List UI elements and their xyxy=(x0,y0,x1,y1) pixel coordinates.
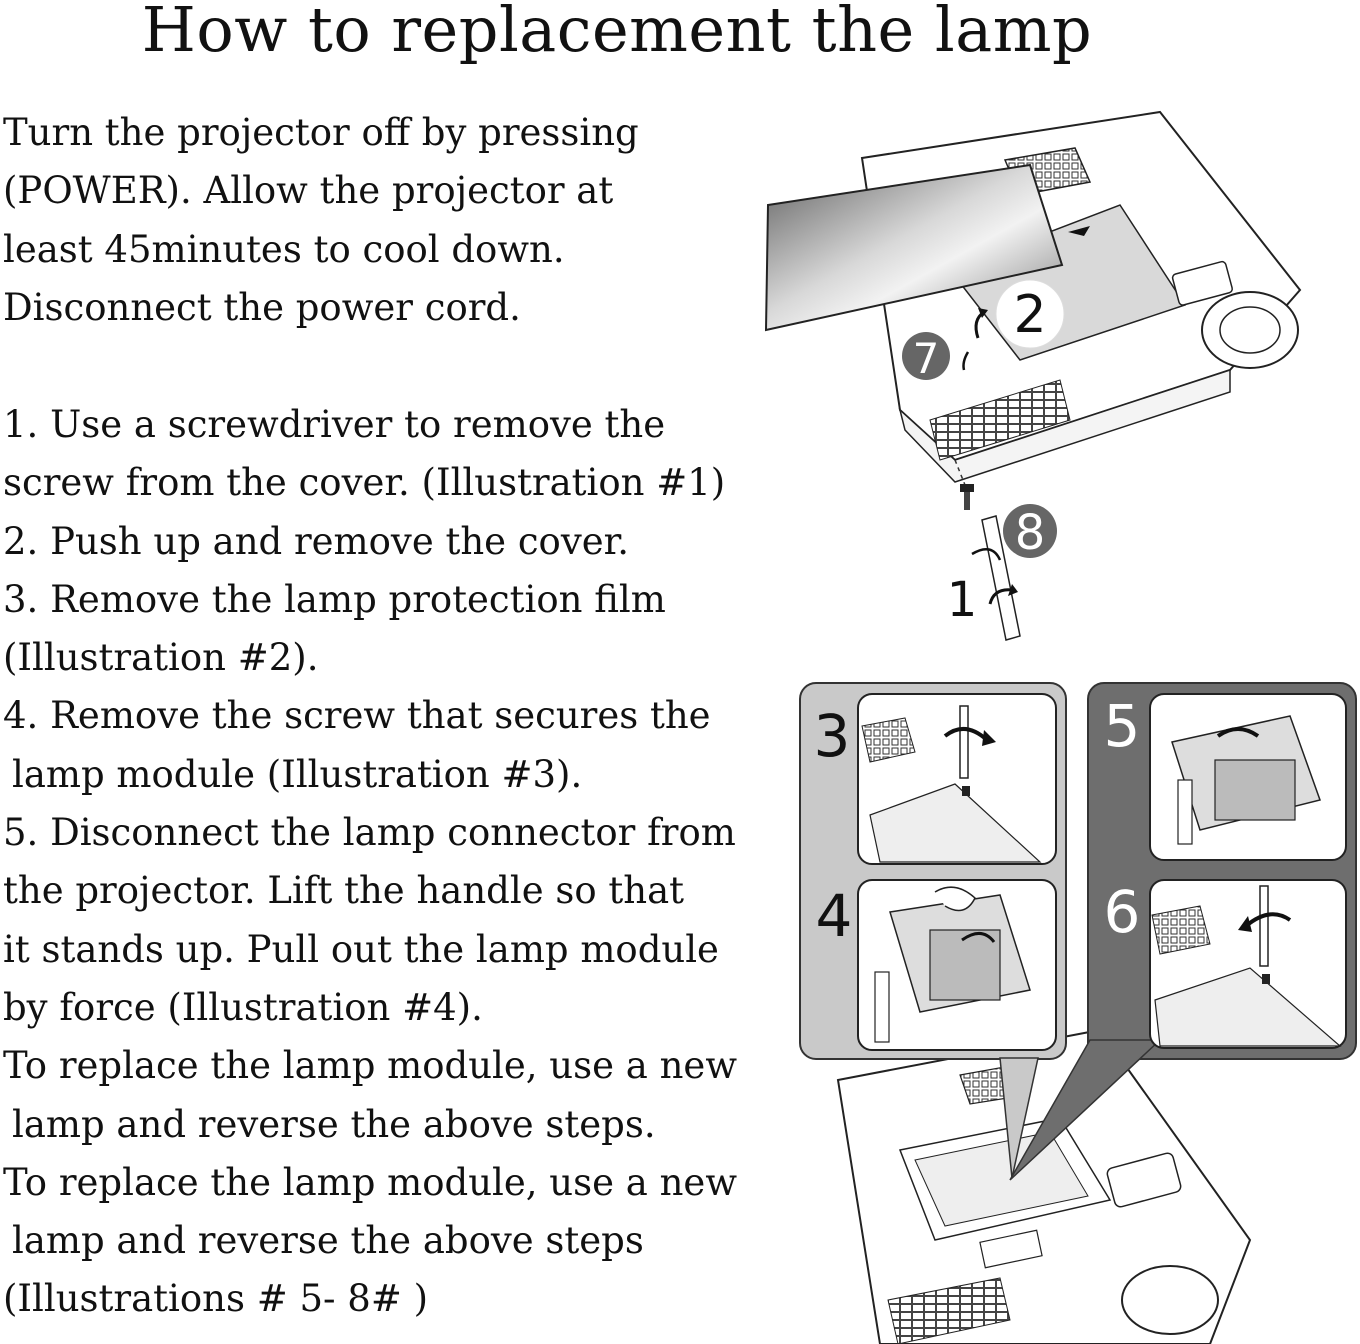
step-line: by force (Illustration #4). xyxy=(3,985,483,1029)
illustration-number: 4 xyxy=(816,882,853,950)
step-line: 3. Remove the lamp protection film xyxy=(3,577,666,621)
intro-line: least 45minutes to cool down. xyxy=(3,227,565,271)
step-line: lamp and reverse the above steps. xyxy=(12,1102,656,1146)
steps-list: 1. Use a screwdriver to remove the screw… xyxy=(3,396,743,1329)
step-line: To replace the lamp module, use a new xyxy=(3,1160,737,1204)
illustration-number: 3 xyxy=(814,702,851,770)
step-line: To replace the lamp module, use a new xyxy=(3,1044,737,1088)
step-line: lamp module (Illustration #3). xyxy=(12,752,583,796)
step-line: screw from the cover. (Illustration #1) xyxy=(3,461,726,505)
step-line: the projector. Lift the handle so that xyxy=(3,869,685,913)
step-line: (Illustration #2). xyxy=(3,636,319,680)
illustration-number: 6 xyxy=(1104,878,1141,946)
step-line: 2. Push up and remove the cover. xyxy=(3,519,630,563)
step-line: 5. Disconnect the lamp connector from xyxy=(3,811,736,855)
intro-line: (POWER). Allow the projector at xyxy=(3,169,614,213)
illustration-number: 1 xyxy=(947,572,978,628)
intro-line: Turn the projector off by pressing xyxy=(3,111,639,154)
lamp-module-illustrations: 3 4 5 6 xyxy=(799,682,1357,1344)
step-line: lamp and reverse the above steps xyxy=(12,1219,644,1263)
illustration-number: 7 xyxy=(913,334,940,383)
illustration-number: 5 xyxy=(1104,692,1141,760)
illustration-number: 2 xyxy=(1013,285,1046,345)
intro-paragraph: Turn the projector off by pressing (POWE… xyxy=(3,104,743,337)
intro-line: Disconnect the power cord. xyxy=(3,285,521,329)
page-title: How to replacement the lamp xyxy=(141,0,1093,66)
step-line: 1. Use a screwdriver to remove the xyxy=(3,403,666,446)
projector-top-illustration: 2 7 8 1 xyxy=(764,110,1302,641)
step-line: it stands up. Pull out the lamp module xyxy=(3,927,719,971)
step-line: 4. Remove the screw that secures the xyxy=(3,694,711,738)
step-line: (Illustrations # 5- 8# ) xyxy=(3,1277,429,1321)
illustration-number: 8 xyxy=(1015,505,1046,561)
